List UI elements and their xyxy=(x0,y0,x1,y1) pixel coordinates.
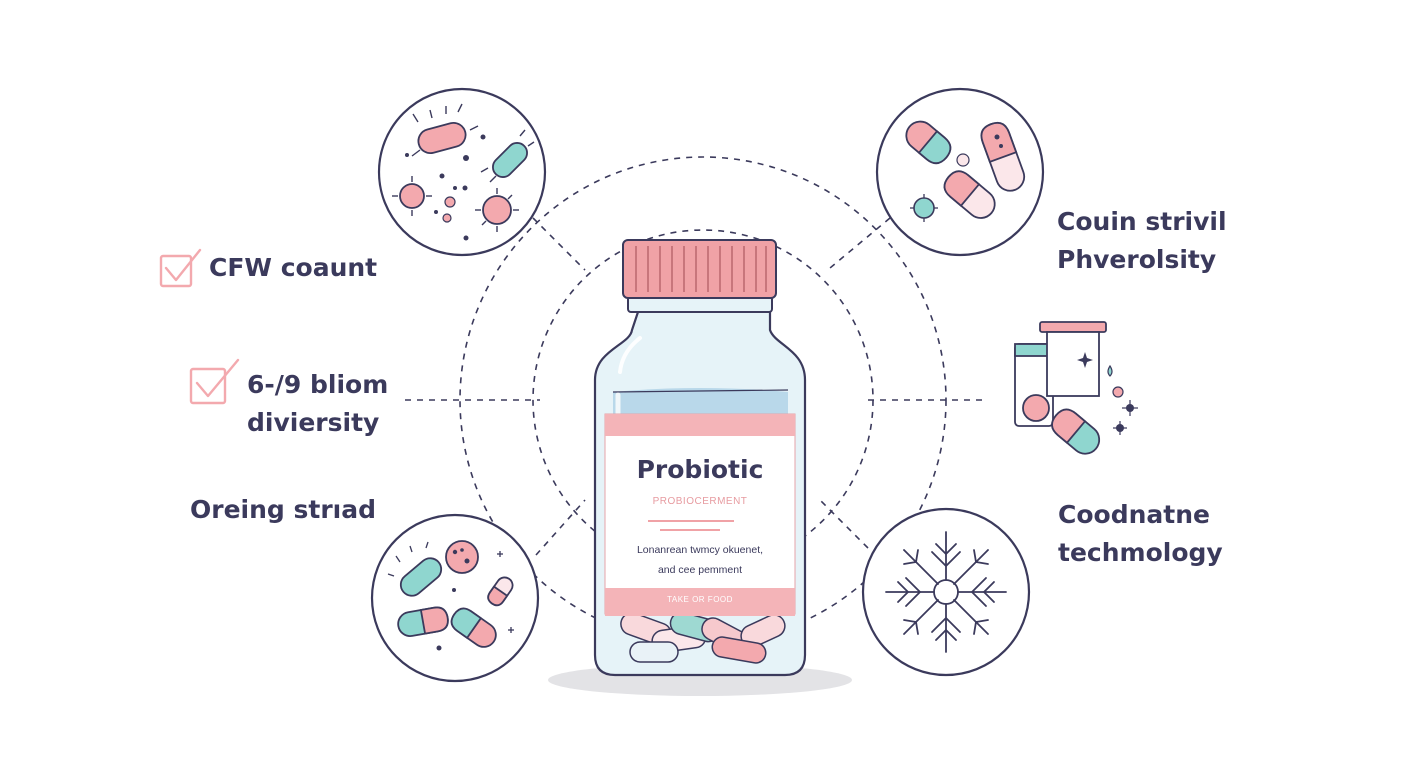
label-origin-strain: Oreing strıad xyxy=(190,491,376,529)
jar-capsules xyxy=(620,611,786,664)
capsules-icon xyxy=(875,87,1045,257)
connector-lines xyxy=(405,217,988,556)
jar-footer: TAKE OR FOOD xyxy=(667,595,733,604)
microbe-cells-icon xyxy=(370,513,540,683)
checkbox-check-icon xyxy=(189,358,240,405)
jar-description-line2: and cee pemment xyxy=(657,564,743,576)
jar-subtitle: PROBIOCERMENT xyxy=(652,496,748,507)
checkbox-check-icon xyxy=(159,248,202,288)
jar-label-top-band xyxy=(605,414,795,436)
probiotic-jar xyxy=(593,239,807,677)
label-cfu-count: CFW coaunt xyxy=(209,249,377,287)
snowflake-icon xyxy=(861,507,1031,677)
jar-title: Probiotic xyxy=(636,455,764,484)
jar-cap xyxy=(622,239,777,299)
label-tech-line1: Coodnatne xyxy=(1058,500,1210,529)
jar-label xyxy=(604,413,796,615)
label-storage-line1: Couin strivil xyxy=(1057,207,1227,236)
label-cfu-text: CFW coaunt xyxy=(209,253,378,282)
label-storage-survival: Couin strivil Phverolsity xyxy=(1057,203,1227,279)
label-biome-diversity: 6-/9 bliom diviersity xyxy=(247,366,388,442)
jar-liquid xyxy=(613,388,788,418)
label-diversity-line2: diviersity xyxy=(247,408,380,437)
label-origin-text: Oreing strıad xyxy=(190,495,376,524)
bacteria-icon xyxy=(377,87,547,257)
jar-description-line1: Lonanrean twmcy okuenet, xyxy=(636,544,764,556)
label-tech-line2: techmology xyxy=(1058,538,1223,567)
label-storage-line2: Phverolsity xyxy=(1057,245,1217,274)
label-technology: Coodnatne techmology xyxy=(1058,496,1223,572)
label-diversity-line1: 6-/9 bliom xyxy=(247,370,389,399)
jar-label-bottom-band xyxy=(605,588,795,616)
lab-vials-icon xyxy=(1014,321,1138,455)
